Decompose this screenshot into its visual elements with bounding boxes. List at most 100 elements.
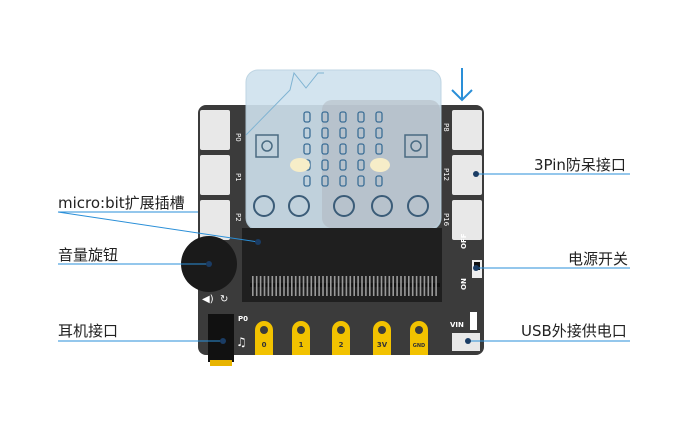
- callout-usb-power: USB外接供电口: [521, 322, 627, 340]
- pad-label: 1: [299, 341, 304, 349]
- slot-tooth: [310, 276, 313, 296]
- slot-tooth: [283, 276, 285, 296]
- slot-tooth: [349, 276, 352, 296]
- led: [339, 111, 347, 123]
- slot-tooth: [314, 276, 316, 296]
- slot-tooth: [255, 276, 258, 296]
- callout-pin-header: 3Pin防呆接口: [534, 156, 626, 174]
- switch-off-label: OFF: [460, 233, 468, 249]
- headphone-icon: ♫: [236, 335, 247, 349]
- led: [303, 127, 311, 139]
- pin-label-p12: P12: [442, 168, 450, 181]
- pad-label: 3V: [377, 341, 388, 349]
- slot-tooth: [322, 276, 324, 296]
- pin-label-p1: P1: [234, 173, 242, 182]
- pad-3v: 3V: [373, 321, 391, 355]
- led: [303, 111, 311, 123]
- pad-1: 1: [292, 321, 310, 355]
- slot-tooth: [396, 276, 398, 296]
- slot-tooth: [404, 276, 406, 296]
- microbit-button-a: [255, 134, 279, 158]
- pad-2: 2: [332, 321, 350, 355]
- slot-tooth: [392, 276, 394, 296]
- slot-tooth: [345, 276, 348, 296]
- slot-tooth: [353, 276, 355, 296]
- pad-label: GND: [413, 343, 425, 349]
- pad-header-label: P0: [238, 315, 248, 323]
- bottom-pads: 0 1 2 3V GND: [255, 321, 428, 355]
- pin-label-p2: P2: [234, 213, 242, 222]
- led: [303, 143, 311, 155]
- edge-slot-teeth: [252, 276, 437, 296]
- led: [339, 143, 347, 155]
- slot-tooth: [271, 276, 274, 296]
- led: [357, 143, 365, 155]
- slot-tooth: [294, 276, 297, 296]
- microbit-button-b: [404, 134, 428, 158]
- slot-tooth: [267, 276, 270, 296]
- callout-headphone: 耳机接口: [58, 322, 119, 340]
- pin-label-p0: P0: [234, 133, 242, 142]
- slot-tooth: [419, 276, 422, 296]
- led: [339, 159, 347, 171]
- slot-tooth: [275, 276, 277, 296]
- headphone-jack: [208, 314, 234, 362]
- slot-tooth: [326, 276, 328, 296]
- led: [357, 159, 365, 171]
- pad-0: 0: [255, 321, 273, 355]
- slot-tooth: [357, 276, 359, 296]
- slot-tooth: [427, 276, 430, 296]
- led: [321, 159, 329, 171]
- callout-edge-slot: micro:bit扩展插槽: [58, 194, 185, 212]
- callout-buzzer: 音量旋钮: [58, 246, 119, 264]
- slot-tooth: [431, 276, 433, 296]
- slot-tooth: [252, 276, 254, 296]
- slot-tooth: [415, 276, 418, 296]
- slot-tooth: [380, 276, 383, 296]
- slot-tooth: [411, 276, 414, 296]
- slot-tooth: [259, 276, 262, 296]
- slot-tooth: [388, 276, 391, 296]
- slot-tooth: [365, 276, 367, 296]
- slot-tooth: [361, 276, 363, 296]
- led: [375, 143, 383, 155]
- slot-tooth: [302, 276, 305, 296]
- pin-label-p8: P8: [442, 123, 450, 132]
- slot-tooth: [408, 276, 410, 296]
- pin-label-p16: P16: [442, 213, 450, 227]
- slot-tooth: [298, 276, 301, 296]
- microbit-edge-rings: [253, 195, 429, 217]
- led: [375, 111, 383, 123]
- left-connectors: [200, 110, 230, 240]
- slot-tooth: [330, 276, 332, 296]
- led: [303, 175, 311, 187]
- right-connectors: [452, 110, 482, 240]
- led: [375, 127, 383, 139]
- led: [375, 175, 383, 187]
- led: [321, 127, 329, 139]
- slot-tooth: [400, 276, 402, 296]
- led: [339, 175, 347, 187]
- slot-tooth: [341, 276, 344, 296]
- slot-tooth: [306, 276, 309, 296]
- led: [321, 111, 329, 123]
- vin-label: VIN: [450, 321, 464, 329]
- switch-on-label: ON: [460, 278, 468, 290]
- slot-tooth: [372, 276, 375, 296]
- led: [357, 111, 365, 123]
- led: [339, 127, 347, 139]
- slot-tooth: [287, 276, 289, 296]
- callout-lines: [57, 171, 630, 344]
- slot-tooth: [376, 276, 379, 296]
- pad-label: 2: [339, 341, 344, 349]
- slot-tooth: [435, 276, 437, 296]
- led: [357, 175, 365, 187]
- slot-tooth: [369, 276, 371, 296]
- led: [321, 143, 329, 155]
- slot-tooth: [279, 276, 281, 296]
- rotate-icon: ↻: [220, 294, 228, 305]
- pad-gnd: GND: [410, 321, 428, 355]
- sound-icon: ◀): [202, 294, 214, 305]
- insert-arrow-icon: [451, 68, 473, 102]
